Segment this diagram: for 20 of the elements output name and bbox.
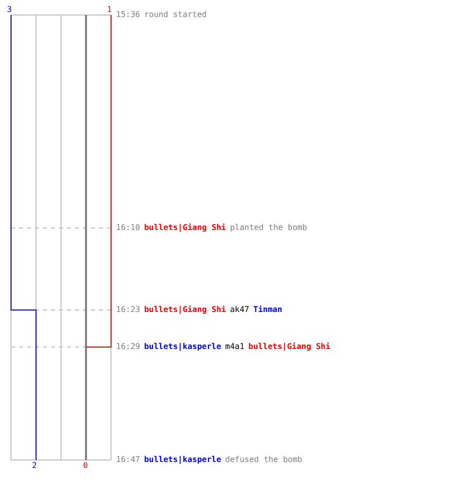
timestamp: 16:23 [116, 305, 140, 314]
player-count: 2 [32, 461, 37, 471]
event-text: defused the bomb [225, 455, 302, 464]
player-name: bullets|Giang Shi [248, 342, 330, 351]
player-count: 1 [107, 5, 112, 15]
timestamp: 16:10 [116, 223, 140, 232]
player-count: 3 [7, 5, 12, 15]
player-name: Tinman [253, 305, 282, 314]
weapon-name: ak47 [230, 305, 250, 314]
player-name: bullets|Giang Shi [144, 305, 226, 314]
player-name: bullets|kasperle [144, 455, 222, 464]
timestamp: 16:47 [116, 455, 140, 464]
weapon-name: m4a1 [225, 342, 244, 351]
player-name: bullets|kasperle [144, 342, 222, 351]
event-text: planted the bomb [230, 223, 308, 232]
event-text: round started [144, 10, 207, 19]
player-count: 0 [83, 461, 88, 471]
player-name: bullets|Giang Shi [144, 223, 226, 232]
timestamp: 16:29 [116, 342, 140, 351]
timestamp: 15:36 [116, 10, 140, 19]
